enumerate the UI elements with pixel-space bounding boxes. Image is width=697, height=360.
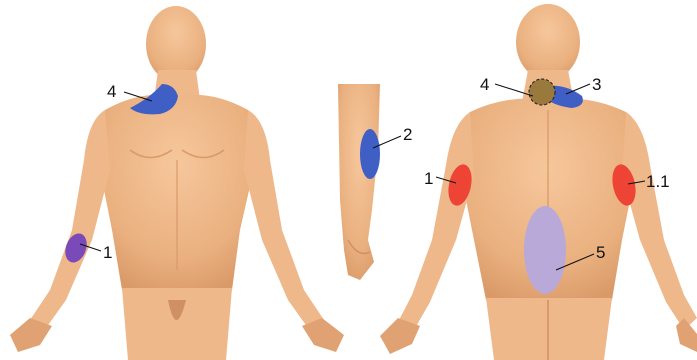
back-label-3: 3 [592, 75, 601, 94]
back-label-5: 5 [596, 243, 605, 262]
back-label-4: 4 [480, 75, 489, 94]
forearm-label-2: 2 [403, 125, 412, 144]
front-label-4: 4 [107, 82, 116, 101]
forearm-figure [338, 84, 380, 280]
back-spot-4 [529, 79, 555, 105]
forearm-spot-2 [360, 129, 380, 179]
back-label-1-1: 1.1 [646, 172, 670, 191]
back-label-1: 1 [424, 169, 433, 188]
front-label-1: 1 [103, 243, 112, 262]
back-spot-5 [524, 206, 566, 294]
front-body-figure [10, 6, 344, 360]
